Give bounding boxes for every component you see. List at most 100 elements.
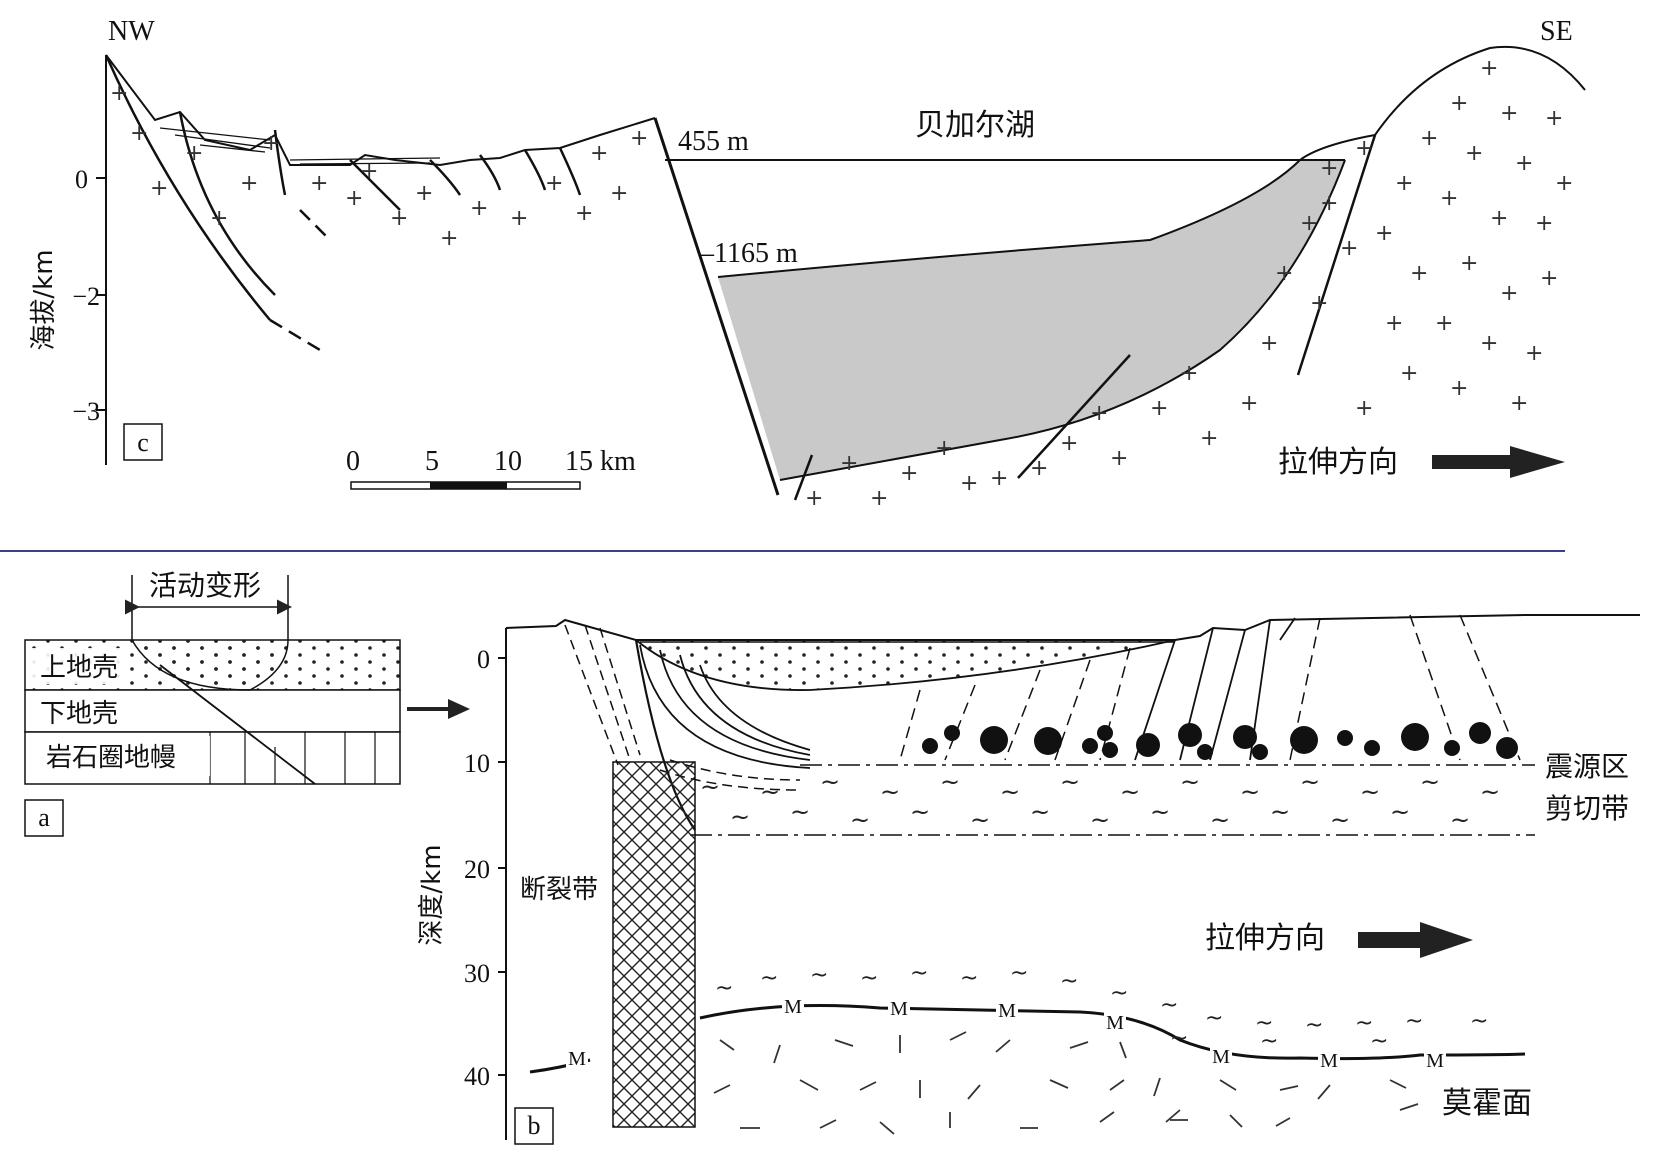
svg-text:+: + xyxy=(390,206,408,231)
svg-text:~: ~ xyxy=(1470,1009,1488,1034)
svg-text:+: + xyxy=(360,159,378,184)
svg-text:~: ~ xyxy=(880,778,900,806)
c-extension-arrow xyxy=(1432,446,1565,478)
svg-text:+: + xyxy=(1385,311,1403,336)
a-to-b-arrow xyxy=(407,699,470,719)
svg-text:+: + xyxy=(150,176,168,201)
svg-text:~: ~ xyxy=(1305,1013,1323,1038)
moho-marker-2: M xyxy=(890,998,908,1020)
svg-text:+: + xyxy=(130,121,148,146)
svg-text:+: + xyxy=(870,486,888,511)
active-deformation-label: 活动变形 xyxy=(149,569,261,602)
b-panel-label: b xyxy=(528,1111,541,1140)
svg-text:~: ~ xyxy=(860,966,878,991)
b-tick-40: 40 xyxy=(464,1062,490,1091)
svg-text:~: ~ xyxy=(1010,961,1028,986)
b-surface xyxy=(505,614,1640,641)
svg-text:+: + xyxy=(1150,396,1168,421)
moho-markers: M M M M M M M M xyxy=(566,994,1446,1072)
svg-text:+: + xyxy=(1500,281,1518,306)
svg-text:+: + xyxy=(1525,341,1543,366)
svg-text:~: ~ xyxy=(1090,806,1110,834)
svg-text:~: ~ xyxy=(1110,981,1128,1006)
svg-text:~: ~ xyxy=(1210,806,1230,834)
svg-text:~: ~ xyxy=(1450,806,1470,834)
moho-marker-left: M xyxy=(568,1048,586,1070)
svg-text:~: ~ xyxy=(910,961,928,986)
svg-text:~: ~ xyxy=(1030,798,1050,826)
svg-text:~: ~ xyxy=(1000,778,1020,806)
svg-text:~: ~ xyxy=(760,778,780,806)
c-tick-0: 0 xyxy=(75,165,88,194)
svg-text:+: + xyxy=(1540,266,1558,291)
svg-text:~: ~ xyxy=(700,773,720,801)
svg-text:~: ~ xyxy=(1300,768,1320,796)
svg-text:~: ~ xyxy=(1370,1029,1388,1054)
b-tick-0: 0 xyxy=(477,645,490,674)
svg-text:~: ~ xyxy=(1260,1029,1278,1054)
fault-zone xyxy=(612,761,696,1128)
svg-text:+: + xyxy=(1400,361,1418,386)
svg-text:+: + xyxy=(1535,211,1553,236)
svg-text:~: ~ xyxy=(790,798,810,826)
svg-text:+: + xyxy=(1300,211,1318,236)
b-tick-20: 20 xyxy=(464,855,490,884)
scale-tick-0: 0 xyxy=(346,446,360,477)
svg-text:+: + xyxy=(1410,261,1428,286)
svg-text:+: + xyxy=(1275,261,1293,286)
svg-text:+: + xyxy=(262,131,280,156)
svg-text:+: + xyxy=(1180,361,1198,386)
se-label: SE xyxy=(1540,16,1573,47)
nw-fault-3 xyxy=(273,129,287,196)
svg-text:~: ~ xyxy=(1240,778,1260,806)
basement-crosses: + + + + + + + + + + + + + + + + + + + + + + + + + + + + + + + + + +… xyxy=(110,56,1573,511)
svg-text:+: + xyxy=(210,206,228,231)
svg-text:+: + xyxy=(440,226,458,251)
b-y-axis-label: 深度/km xyxy=(417,844,447,945)
nw-fault-1 xyxy=(104,54,271,321)
svg-text:~: ~ xyxy=(1180,768,1200,796)
svg-text:~: ~ xyxy=(1405,1009,1423,1034)
c-tick-minus3: −3 xyxy=(72,397,100,426)
svg-text:+: + xyxy=(990,466,1008,491)
c-y-axis-label: 海拔/km xyxy=(29,249,59,350)
svg-text:~: ~ xyxy=(1160,993,1178,1018)
svg-text:+: + xyxy=(1090,401,1108,426)
svg-text:~: ~ xyxy=(1360,778,1380,806)
nw-topography xyxy=(105,54,656,167)
svg-text:+: + xyxy=(840,451,858,476)
svg-text:+: + xyxy=(1545,106,1563,131)
seismic-zone-label: 震源区 xyxy=(1545,750,1629,783)
svg-text:+: + xyxy=(1510,391,1528,416)
svg-text:+: + xyxy=(1110,446,1128,471)
shear-zone-label: 剪切带 xyxy=(1545,792,1629,825)
svg-text:~: ~ xyxy=(820,768,840,796)
svg-text:+: + xyxy=(900,461,918,486)
svg-text:+: + xyxy=(545,171,563,196)
main-border-fault xyxy=(653,117,780,496)
scale-tick-10: 10 xyxy=(494,446,522,477)
c-panel-label: c xyxy=(137,428,149,457)
svg-text:+: + xyxy=(310,171,328,196)
svg-text:+: + xyxy=(1060,431,1078,456)
moho-label: 莫霍面 xyxy=(1442,1086,1532,1121)
lake-label: 贝加尔湖 xyxy=(915,108,1035,143)
svg-text:~: ~ xyxy=(1060,768,1080,796)
svg-text:~: ~ xyxy=(1480,778,1500,806)
svg-text:~: ~ xyxy=(1170,1026,1188,1051)
svg-text:~: ~ xyxy=(810,963,828,988)
svg-text:~: ~ xyxy=(1420,768,1440,796)
svg-text:+: + xyxy=(1460,251,1478,276)
svg-text:+: + xyxy=(1200,426,1218,451)
scale-tick-15: 15 km xyxy=(565,446,636,477)
svg-text:~: ~ xyxy=(715,976,733,1001)
fault-zone-label: 断裂带 xyxy=(520,875,598,905)
svg-text:+: + xyxy=(185,141,203,166)
svg-text:~: ~ xyxy=(910,798,930,826)
panel-a: 活动变形 上地壳 下地壳 岩石圈地幔 a xyxy=(24,569,470,837)
basin-sediment xyxy=(718,160,1345,480)
svg-text:+: + xyxy=(1030,456,1048,481)
mantle-label: 岩石圈地幔 xyxy=(46,743,176,773)
panel-c: NW SE 0 −2 −3 海拔/km c 贝加尔湖 455 m –1 xyxy=(29,16,1586,511)
svg-text:+: + xyxy=(575,201,593,226)
